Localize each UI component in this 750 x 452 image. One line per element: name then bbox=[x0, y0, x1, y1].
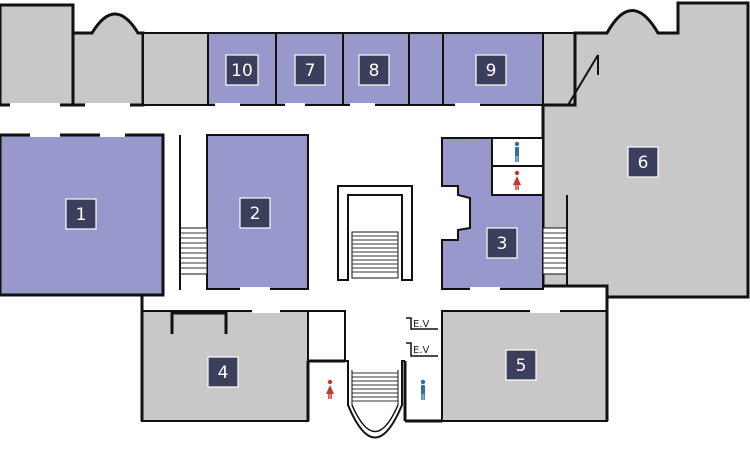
door-openings bbox=[10, 103, 560, 313]
room-top-arched[interactable] bbox=[71, 12, 145, 107]
elevator-label-1: E.V bbox=[413, 319, 429, 330]
room-between-8-9[interactable] bbox=[408, 32, 444, 106]
outer-walls bbox=[0, 293, 609, 423]
left-staircase bbox=[179, 135, 208, 290]
bottom-entrance-staircase bbox=[345, 360, 405, 439]
svg-text:4: 4 bbox=[218, 363, 229, 383]
room-top-gray-3[interactable] bbox=[142, 32, 209, 106]
female-restroom-icon bbox=[513, 170, 521, 190]
svg-text:10: 10 bbox=[231, 61, 253, 81]
svg-text:3: 3 bbox=[497, 234, 508, 254]
room-badges: 1 2 3 4 5 6 7 8 9 10 bbox=[65, 54, 659, 388]
room-badge-2[interactable]: 2 bbox=[239, 197, 271, 229]
room-badge-7[interactable]: 7 bbox=[294, 54, 326, 86]
room-badge-5[interactable]: 5 bbox=[505, 349, 537, 381]
room-badge-10[interactable]: 10 bbox=[225, 54, 259, 86]
room-badge-6[interactable]: 6 bbox=[627, 146, 659, 178]
room-4-partition bbox=[170, 311, 228, 334]
svg-text:5: 5 bbox=[516, 356, 527, 376]
room-6-diagonal-wall bbox=[567, 54, 599, 106]
male-restroom-icon bbox=[514, 141, 520, 162]
svg-text:8: 8 bbox=[369, 61, 380, 81]
svg-text:9: 9 bbox=[486, 61, 497, 81]
room-badge-8[interactable]: 8 bbox=[358, 54, 390, 86]
room-badge-4[interactable]: 4 bbox=[207, 356, 239, 388]
svg-text:7: 7 bbox=[305, 61, 316, 81]
central-staircase bbox=[337, 185, 413, 281]
right-staircase bbox=[542, 195, 568, 286]
elevators: E.V E.V bbox=[406, 317, 438, 357]
room-top-right-small[interactable] bbox=[542, 32, 576, 106]
room-badge-9[interactable]: 9 bbox=[475, 54, 507, 86]
elevator-label-2: E.V bbox=[413, 345, 429, 356]
small-room-bottom-left[interactable] bbox=[307, 310, 346, 362]
room-top-left[interactable] bbox=[0, 3, 75, 107]
female-restroom-icon bbox=[326, 379, 334, 399]
svg-text:1: 1 bbox=[76, 205, 87, 225]
svg-text:2: 2 bbox=[250, 204, 261, 224]
room-badge-3[interactable]: 3 bbox=[486, 227, 518, 259]
male-restroom-icon bbox=[420, 379, 426, 400]
room-badge-1[interactable]: 1 bbox=[65, 198, 97, 230]
svg-text:6: 6 bbox=[638, 153, 649, 173]
